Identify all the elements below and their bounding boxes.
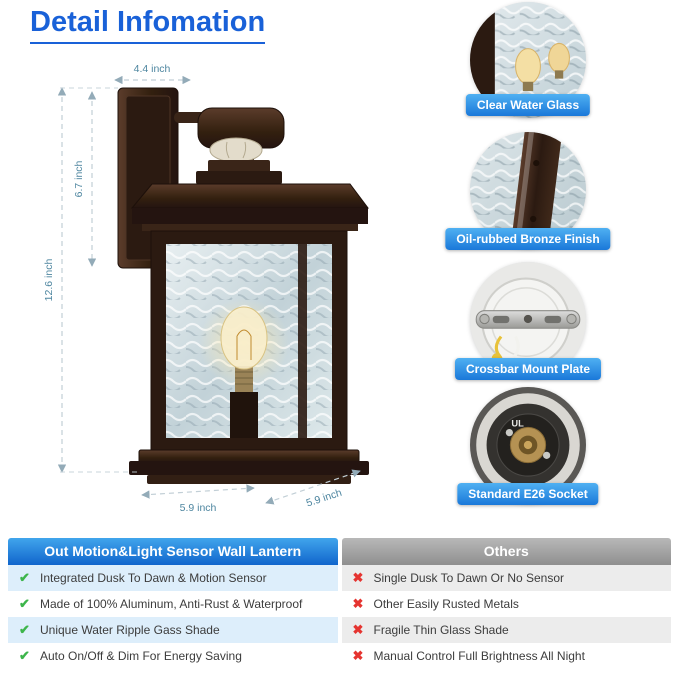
comparison-row: ✔ Unique Water Ripple Gass Shade [8, 617, 338, 643]
comparison-row-text: Fragile Thin Glass Shade [373, 623, 509, 637]
comparison-column-ours: Out Motion&Light Sensor Wall Lantern ✔ I… [8, 538, 338, 669]
comparison-row-text: Integrated Dusk To Dawn & Motion Sensor [40, 571, 267, 585]
comparison-row-text: Other Easily Rusted Metals [373, 597, 519, 611]
comparison-row: ✔ Integrated Dusk To Dawn & Motion Senso… [8, 565, 338, 591]
comparison-row-text: Single Dusk To Dawn Or No Sensor [373, 571, 565, 585]
callout-label-clear-water-glass: Clear Water Glass [465, 94, 591, 116]
dim-label-plate-height: 6.7 inch [73, 160, 85, 197]
callout-label-e26-socket: Standard E26 Socket [457, 483, 599, 505]
dim-label-total-height: 12.6 inch [43, 259, 55, 302]
comparison-row-text: Unique Water Ripple Gass Shade [40, 623, 220, 637]
comparison-row-text: Manual Control Full Brightness All Night [373, 649, 585, 663]
dimension-lines [57, 75, 361, 505]
comparison-row: ✖ Manual Control Full Brightness All Nig… [342, 643, 672, 669]
comparison-column-others: Others ✖ Single Dusk To Dawn Or No Senso… [341, 538, 672, 669]
comparison-row: ✔ Auto On/Off & Dim For Energy Saving [8, 643, 338, 669]
comparison-table: Out Motion&Light Sensor Wall Lantern ✔ I… [8, 538, 671, 669]
comparison-header-others: Others [341, 538, 671, 565]
check-icon: ✔ [19, 596, 30, 611]
dim-label-width: 5.9 inch [305, 487, 344, 510]
comparison-row: ✖ Other Easily Rusted Metals [342, 591, 672, 617]
dim-label-top-width: 4.4 inch [134, 63, 171, 75]
lantern-base [129, 449, 369, 484]
lantern-body [150, 230, 348, 451]
comparison-row: ✔ Made of 100% Aluminum, Anti-Rust & Wat… [8, 591, 338, 617]
cross-icon: ✖ [352, 648, 364, 663]
sensor-dome [209, 137, 263, 163]
cross-icon: ✖ [352, 622, 364, 637]
comparison-row-text: Auto On/Off & Dim For Energy Saving [40, 649, 242, 663]
check-icon: ✔ [19, 622, 30, 637]
lantern-roof [130, 160, 369, 231]
lantern-dimension-diagram: 4.4 inch 6.7 inch 12.6 inch 5.9 inch 5.9… [43, 63, 369, 514]
dim-label-depth: 5.9 inch [180, 502, 217, 514]
comparison-header-ours: Out Motion&Light Sensor Wall Lantern [8, 538, 338, 565]
comparison-row: ✖ Single Dusk To Dawn Or No Sensor [341, 565, 671, 591]
comparison-row-text: Made of 100% Aluminum, Anti-Rust & Water… [40, 597, 303, 611]
corner-post [298, 244, 307, 438]
light-bulb [220, 306, 268, 438]
callout-label-crossbar-mount: Crossbar Mount Plate [454, 358, 602, 380]
comparison-row: ✖ Fragile Thin Glass Shade [341, 617, 671, 643]
callout-label-bronze-finish: Oil-rubbed Bronze Finish [445, 228, 611, 250]
motion-sensor [197, 107, 285, 170]
page-title: Detail Infomation [30, 6, 266, 44]
cross-icon: ✖ [352, 570, 364, 585]
cross-icon: ✖ [352, 596, 364, 611]
check-icon: ✔ [19, 648, 30, 663]
check-icon: ✔ [19, 570, 30, 585]
ul-mark: UL [511, 418, 524, 428]
